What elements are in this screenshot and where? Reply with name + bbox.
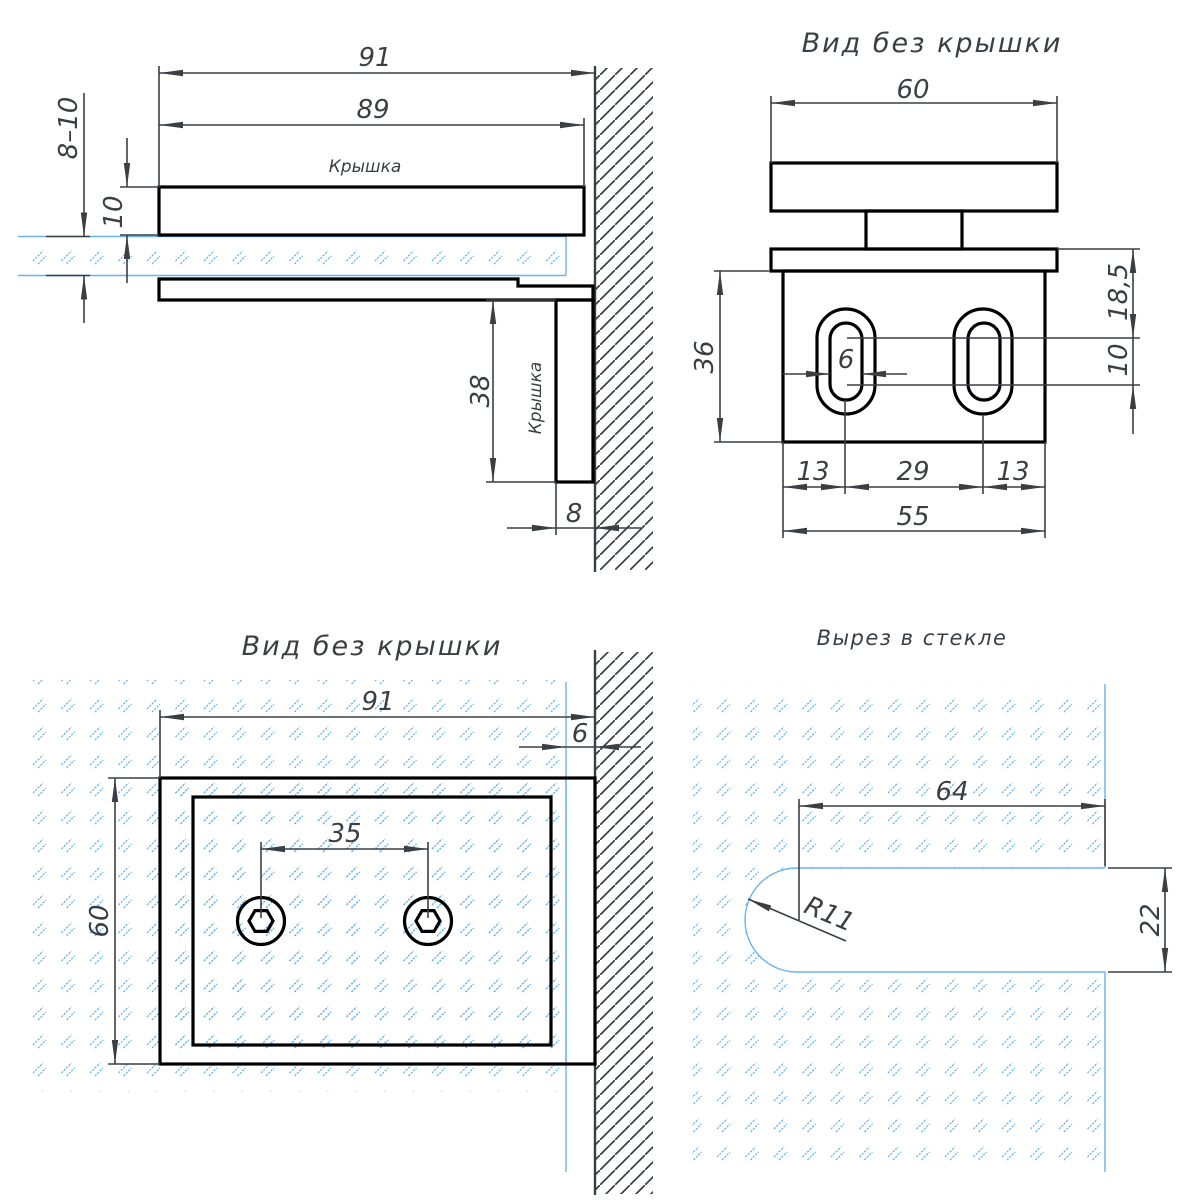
dim-wall-gap: 6 [572, 719, 589, 749]
dim-offset-top: 18,5 [1104, 263, 1134, 321]
dim-slot-width: 6 [838, 345, 855, 375]
side-view: 91 89 Крышка 10 8–10 38 Крышка 8 [18, 43, 653, 572]
dim-slot-length: 10 [1104, 343, 1134, 376]
base-plate [157, 277, 595, 302]
cover-plate [157, 185, 586, 237]
dim-cutout-depth: 64 [935, 777, 968, 807]
slot-left [815, 307, 877, 416]
front-view-title: Вид без крышки [802, 28, 1063, 59]
dim-overall-length: 91 [358, 43, 391, 73]
glass-panel-side [18, 235, 567, 277]
dim-plan-length: 91 [361, 687, 394, 717]
plan-view: Вид без крышки 35 [30, 631, 653, 1195]
cutout-view-title: Вырез в стекле [817, 626, 1008, 650]
base-block [781, 269, 1047, 444]
neck-block [864, 209, 964, 251]
dim-base-width: 55 [896, 502, 929, 532]
dim-cutout-width: 22 [1136, 903, 1166, 936]
wall-hatching [593, 650, 653, 1195]
cover-side-label: Крышка [526, 362, 546, 435]
inner-plate [191, 795, 553, 1047]
flange-plate [769, 247, 1059, 273]
wall-hatching [593, 66, 653, 572]
dim-wall-plate-height: 38 [466, 374, 496, 407]
cover-label: Крышка [329, 157, 402, 177]
dim-edge-right: 13 [996, 457, 1029, 487]
plan-view-title: Вид без крышки [242, 631, 503, 662]
glass-with-cutout [692, 684, 1106, 1172]
cutout-view: Вырез в стекле 64 R11 22 [692, 626, 1172, 1172]
dim-slot-spacing: 29 [896, 457, 929, 487]
radius-leader [747, 898, 847, 942]
dim-cutout-radius: R11 [800, 891, 859, 939]
dim-glass-thickness: 8–10 [54, 97, 84, 160]
dim-cover-length: 89 [356, 95, 389, 125]
dim-width-top: 60 [896, 75, 929, 105]
front-view: Вид без крышки 60 36 18,5 10 [690, 28, 1140, 538]
slot-right [952, 307, 1014, 416]
dim-wall-plate-thickness: 8 [566, 499, 583, 529]
cover-block [769, 161, 1059, 213]
dim-plan-height: 60 [85, 904, 115, 937]
dim-cover-thickness: 10 [99, 195, 129, 228]
wall-plate [554, 298, 595, 484]
dim-edge-left: 13 [796, 457, 829, 487]
outer-plate [158, 776, 597, 1066]
dim-height: 36 [690, 340, 720, 373]
glass-margin [162, 780, 566, 1062]
dim-screw-spacing: 35 [328, 819, 361, 849]
